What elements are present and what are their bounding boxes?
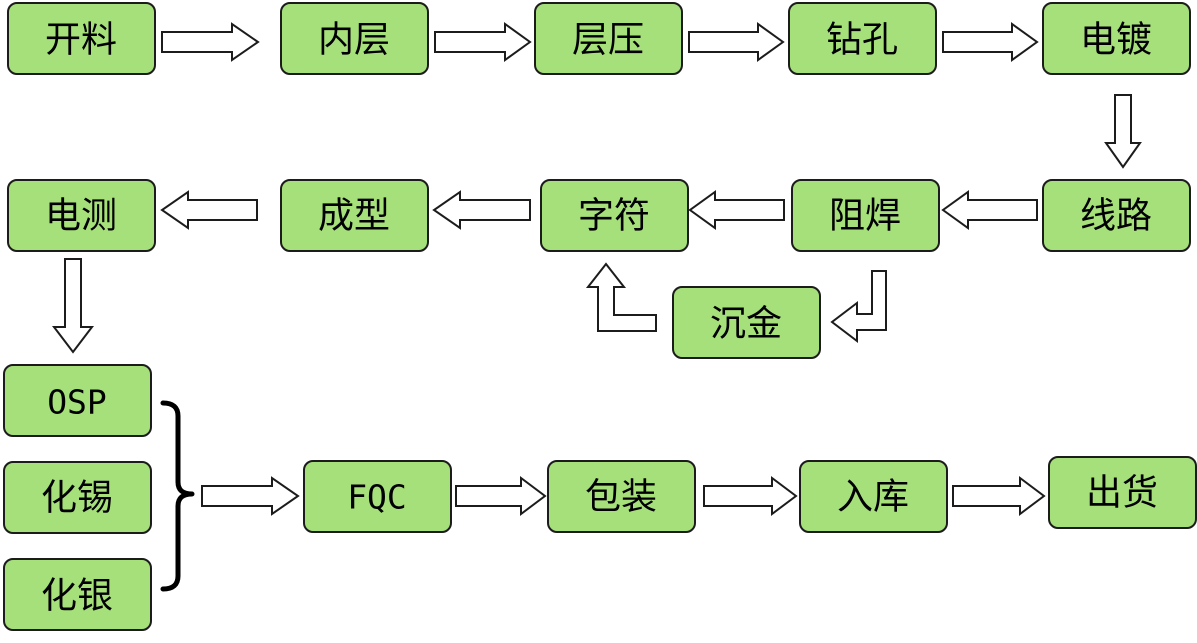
node-warehousing-label: 入库 xyxy=(837,477,909,518)
node-immersion-gold-label: 沉金 xyxy=(710,304,782,345)
node-cutting: 开料 xyxy=(7,2,156,75)
node-fqc: FQC xyxy=(303,460,452,533)
arrow-right-icon xyxy=(201,476,300,516)
node-lamination: 层压 xyxy=(534,2,683,75)
arrow-left-icon xyxy=(688,190,785,230)
node-legend: 字符 xyxy=(540,179,689,252)
arrow-elbow-up-icon xyxy=(585,262,657,332)
node-fqc-label: FQC xyxy=(347,478,407,517)
node-profiling: 成型 xyxy=(280,179,429,252)
node-inner-layer-label: 内层 xyxy=(318,20,390,61)
node-lamination-label: 层压 xyxy=(572,20,644,61)
node-solder-mask: 阻焊 xyxy=(791,179,940,252)
arrow-right-icon xyxy=(434,22,532,62)
arrow-elbow-left-icon xyxy=(830,270,887,344)
node-circuit: 线路 xyxy=(1042,179,1191,252)
node-shipping: 出货 xyxy=(1048,456,1197,529)
node-profiling-label: 成型 xyxy=(318,196,390,237)
node-circuit-label: 线路 xyxy=(1080,196,1152,237)
node-drilling-label: 钻孔 xyxy=(826,20,898,61)
arrow-right-icon xyxy=(455,476,547,516)
node-immersion-tin: 化锡 xyxy=(3,461,152,534)
node-immersion-silver: 化银 xyxy=(3,558,152,631)
node-electrical-test: 电测 xyxy=(7,179,156,252)
node-cutting-label: 开料 xyxy=(45,20,117,61)
node-shipping-label: 出货 xyxy=(1086,473,1158,514)
node-packaging: 包装 xyxy=(547,460,696,533)
arrow-left-icon xyxy=(432,190,531,230)
arrow-down-icon xyxy=(1104,94,1142,169)
node-plating: 电镀 xyxy=(1042,2,1191,75)
arrow-left-icon xyxy=(160,190,258,230)
arrow-right-icon xyxy=(161,22,260,62)
node-drilling: 钻孔 xyxy=(788,2,937,75)
arrow-right-icon xyxy=(952,476,1046,516)
arrow-right-icon xyxy=(688,22,785,62)
node-immersion-silver-label: 化银 xyxy=(41,576,113,617)
node-inner-layer: 内层 xyxy=(280,2,429,75)
arrow-right-icon xyxy=(942,22,1039,62)
arrow-down-icon xyxy=(51,258,95,354)
node-packaging-label: 包装 xyxy=(585,477,657,518)
node-plating-label: 电镀 xyxy=(1080,20,1152,61)
arrow-right-icon xyxy=(703,476,798,516)
node-osp-label: OSP xyxy=(47,383,107,422)
node-legend-label: 字符 xyxy=(578,196,650,237)
node-immersion-tin-label: 化锡 xyxy=(41,478,113,519)
node-warehousing: 入库 xyxy=(799,460,948,533)
node-osp: OSP xyxy=(3,364,152,437)
node-electrical-test-label: 电测 xyxy=(45,196,117,237)
node-immersion-gold: 沉金 xyxy=(672,286,821,359)
node-solder-mask-label: 阻焊 xyxy=(829,196,901,237)
arrow-left-icon xyxy=(941,190,1038,230)
grouping-brace xyxy=(160,400,195,592)
